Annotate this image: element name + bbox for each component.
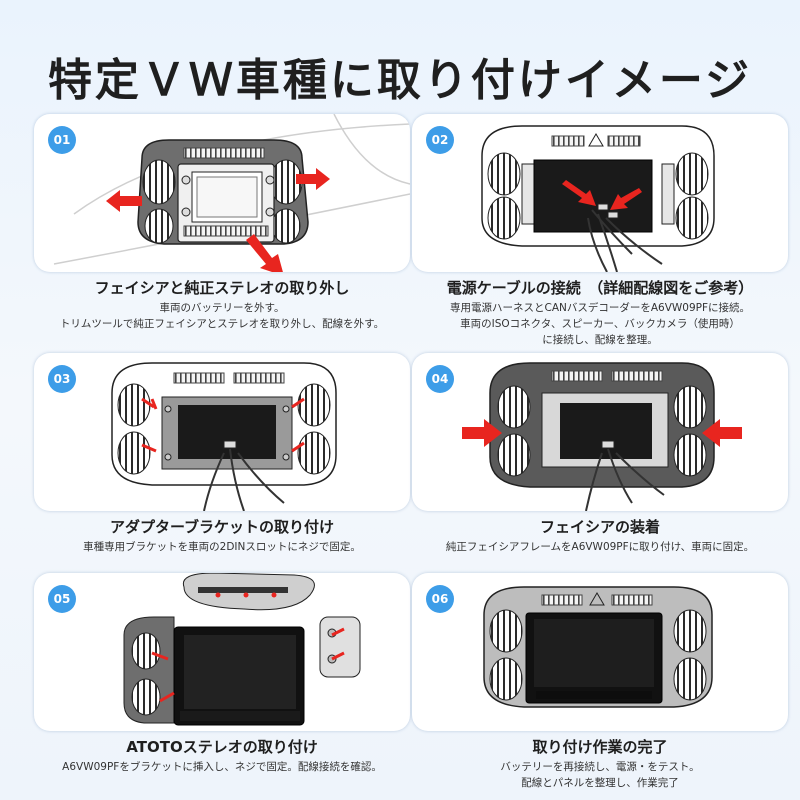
step-5-illustration: 05 [34, 573, 410, 731]
step-2-title: 電源ケーブルの接続 （詳細配線図をご参考） [446, 279, 754, 297]
step-2-desc-line: 車両のISOコネクタ、スピーカー、バックカメラ（使用時） [460, 318, 740, 330]
step-5-desc-line: A6VW09PFをブラケットに挿入し、ネジで固定。配線接続を確認。 [62, 761, 382, 773]
step-5-desc: A6VW09PFをブラケットに挿入し、ネジで固定。配線接続を確認。 [34, 759, 410, 775]
step-1-desc-line: 車両のバッテリーを外す。 [159, 302, 285, 314]
step-6-desc: バッテリーを再接続し、電源・をテスト。 配線とパネルを整理し、作業完了 [412, 759, 788, 791]
step-4-desc-line: 純正フェイシアフレームをA6VW09PFに取り付け、車両に固定。 [445, 541, 755, 553]
step-2-desc-line: 専用電源ハーネスとCANバスデコーダーをA6VW09PFに接続。 [449, 302, 751, 314]
step-1-title: フェイシアと純正ステレオの取り外し [94, 279, 350, 297]
step-6-illustration: 06 [412, 573, 788, 731]
step-3-title: アダプターブラケットの取り付け [109, 518, 335, 536]
step-5-title: ATOTOステレオの取り付け [126, 738, 318, 756]
step-5-badge: 05 [48, 585, 76, 613]
step-4-desc: 純正フェイシアフレームをA6VW09PFに取り付け、車両に固定。 [412, 539, 788, 555]
step-4-badge: 04 [426, 365, 454, 393]
step-3-desc-line: 車種専用ブラケットを車両の2DINスロットにネジで固定。 [83, 541, 361, 553]
step-6-title: 取り付け作業の完了 [532, 738, 668, 756]
step-6-badge: 06 [426, 585, 454, 613]
step-3-badge: 03 [48, 365, 76, 393]
step-2-desc-line: に接続し、配線を整理。 [542, 334, 658, 346]
step-6-desc-line: バッテリーを再接続し、電源・をテスト。 [500, 761, 700, 773]
step-1-badge: 01 [48, 126, 76, 154]
step-1-desc: 車両のバッテリーを外す。 トリムツールで純正フェイシアとステレオを取り外し、配線… [34, 300, 410, 332]
step-3-illustration: 03 [34, 353, 410, 511]
step-2-badge: 02 [426, 126, 454, 154]
page-title: 特定ＶＷ車種に取り付けイメージ [47, 55, 753, 106]
step-2-desc: 専用電源ハーネスとCANバスデコーダーをA6VW09PFに接続。 車両のISOコ… [412, 300, 788, 348]
step-4-title: フェイシアの装着 [539, 518, 660, 536]
step-1-illustration: 01 [34, 114, 410, 272]
step-4-illustration: 04 [412, 353, 788, 511]
step-3-desc: 車種専用ブラケットを車両の2DINスロットにネジで固定。 [34, 539, 410, 555]
step-2-illustration: 02 [412, 114, 788, 272]
step-1-desc-line: トリムツールで純正フェイシアとステレオを取り外し、配線を外す。 [59, 318, 385, 330]
step-6-desc-line: 配線とパネルを整理し、作業完了 [521, 777, 679, 789]
